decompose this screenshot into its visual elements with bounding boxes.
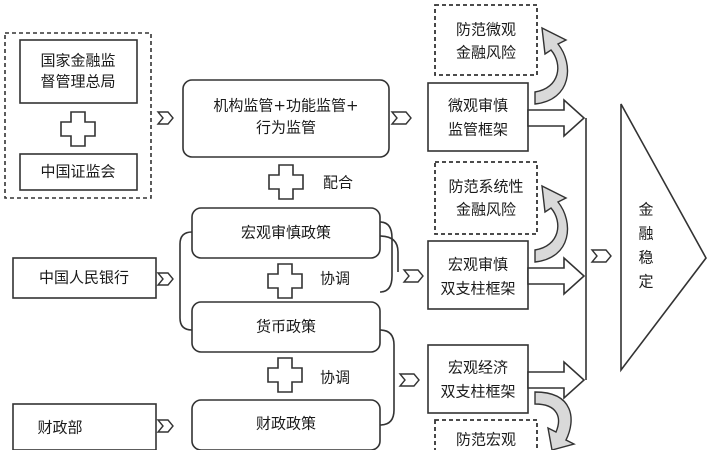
pboc-box	[12, 257, 157, 299]
chevron-icon-macro-prudential	[402, 269, 424, 283]
chevron-icon-supervision	[390, 111, 412, 125]
financial-stability-char-2: 融	[638, 225, 653, 243]
institutional-functional-behavioral-supervision-box	[182, 79, 390, 158]
nfra-label-line2: 督管理总局	[40, 73, 115, 91]
curved-arrow-macro-economic	[534, 391, 576, 450]
fiscal-policy-label: 财政政策	[256, 415, 316, 433]
macro-prudential-policy-box	[191, 207, 381, 259]
macro-prudential-bracket-upper	[379, 235, 399, 272]
mof-box	[12, 403, 157, 450]
supervision-label-line2: 行为监管	[256, 119, 316, 137]
macro-economic-bracket	[379, 329, 395, 426]
csrc-box	[19, 153, 138, 191]
macro-prudential-framework-box	[427, 240, 529, 310]
plus-icon-cooperate	[268, 164, 304, 200]
macro-prudential-framework-line1: 宏观审慎	[448, 256, 508, 274]
nfra-label-line1: 国家金融监	[40, 52, 115, 70]
prevent-micro-risk-box	[434, 4, 538, 76]
macro-prudential-policy-label: 宏观审慎政策	[241, 224, 331, 242]
coordinate-label-1: 协调	[320, 270, 350, 288]
chevron-icon-regulators	[156, 111, 174, 125]
mof-label: 财政部	[37, 419, 82, 437]
csrc-label: 中国证监会	[40, 163, 115, 181]
financial-stability-char-1: 金	[638, 201, 653, 219]
macro-prudential-bracket	[379, 221, 393, 293]
prevent-systemic-risk-line1: 防范系统性	[448, 178, 523, 196]
plus-icon-regulators	[60, 111, 96, 147]
prevent-systemic-risk-box	[434, 161, 538, 235]
monetary-policy-label: 货币政策	[256, 318, 316, 336]
chevron-icon-macro-economic	[398, 373, 420, 387]
arrow-micro-to-stability	[527, 98, 586, 138]
regulators-group	[4, 32, 152, 199]
chevron-icon-mof	[156, 419, 174, 433]
financial-stability-triangle	[620, 103, 707, 373]
curved-arrow-systemic	[534, 184, 569, 263]
plus-icon-coordinate-2	[267, 357, 303, 393]
financial-stability-char-3: 稳	[638, 249, 653, 267]
prevent-macro-box	[434, 419, 538, 450]
macro-prudential-framework-line2: 双支柱框架	[440, 280, 515, 298]
curved-arrow-micro	[534, 26, 569, 105]
macro-economic-framework-box	[427, 344, 529, 414]
prevent-macro-line1: 防范宏观	[456, 431, 516, 449]
plus-icon-coordinate-1	[267, 263, 303, 299]
micro-prudential-framework-line2: 监管框架	[448, 121, 508, 139]
arrow-macro-prudential-to-stability	[527, 256, 586, 296]
macro-economic-framework-line1: 宏观经济	[448, 359, 508, 377]
prevent-micro-risk-line2: 金融风险	[456, 44, 516, 62]
micro-prudential-framework-line1: 微观审慎	[448, 97, 508, 115]
pboc-bracket	[179, 231, 193, 331]
prevent-systemic-risk-line2: 金融风险	[456, 201, 516, 219]
macro-economic-framework-line2: 双支柱框架	[440, 383, 515, 401]
supervision-label-line1: 机构监管+功能监管+	[213, 97, 358, 115]
micro-prudential-framework-box	[427, 82, 529, 152]
prevent-micro-risk-line1: 防范微观	[456, 21, 516, 39]
coordinate-label-2: 协调	[320, 369, 350, 387]
chevron-icon-to-stability	[590, 249, 612, 263]
nfra-box	[19, 39, 138, 104]
cooperate-label: 配合	[323, 174, 353, 192]
arrow-macro-economic-to-stability	[527, 360, 586, 400]
chevron-icon-pboc	[156, 272, 174, 286]
monetary-policy-box	[191, 301, 381, 353]
financial-stability-char-4: 定	[638, 273, 653, 291]
pboc-label: 中国人民银行	[39, 269, 129, 287]
